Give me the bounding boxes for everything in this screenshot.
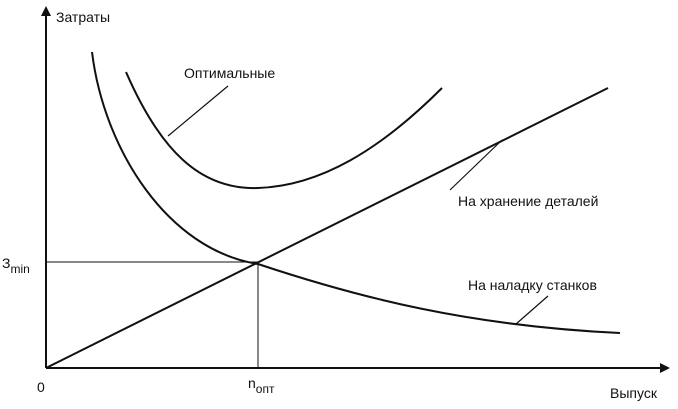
optimal-output-marker: nопт — [248, 375, 275, 396]
setup-cost-curve — [91, 51, 621, 334]
y-axis-label: Затраты — [56, 9, 110, 25]
min-cost-marker: Зmin — [2, 255, 30, 276]
origin-label: 0 — [37, 379, 45, 395]
x-axis-label: Выпуск — [610, 385, 658, 401]
setup-leader-line — [515, 295, 549, 325]
optimal-leader-line — [167, 85, 229, 137]
optimal-curve-label: Оптимальные — [184, 65, 275, 81]
setup-curve-label: На наладку станков — [468, 277, 597, 293]
storage-line-label: На хранение деталей — [458, 193, 598, 209]
storage-leader-line — [449, 139, 503, 191]
storage-cost-line — [45, 87, 609, 369]
optimal-cost-curve — [125, 71, 443, 190]
